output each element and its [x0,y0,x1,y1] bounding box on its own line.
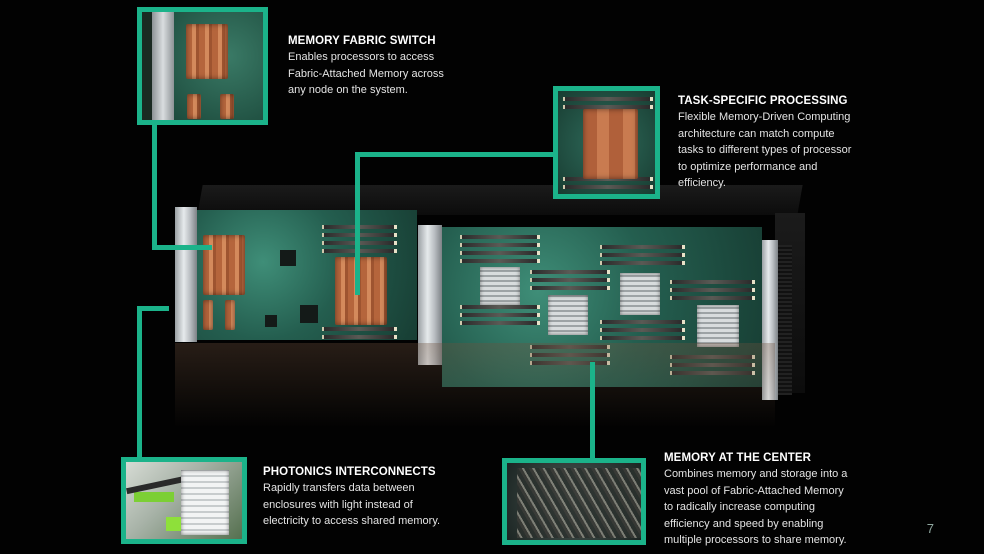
callout-body-line: efficiency and speed by enabling [664,517,824,530]
callout-body-line: enclosures with light instead of [263,498,413,511]
callout-body-line: electricity to access shared memory. [263,515,441,527]
callout-memory-fabric-switch: MEMORY FABRIC SWITCH Enables processors … [288,34,488,99]
callout-body-line: Rapidly transfers data between [263,482,415,494]
page-number: 7 [926,521,934,536]
inset-photonics-interconnects-photo [121,457,247,544]
callout-body-line: Fabric-Attached Memory across [288,67,444,80]
callout-body-line: Combines memory and storage into a [664,468,848,480]
callout-body-line: any node on the system. [288,84,408,96]
callout-body-line: Enables processors to access [288,51,435,63]
callout-title: PHOTONICS INTERCONNECTS [263,466,436,478]
callout-body-line: Flexible Memory-Driven Computing [678,111,851,123]
callout-body-line: to radically increase computing [664,501,816,513]
callout-title: MEMORY AT THE CENTER [664,452,812,464]
connector-line [590,362,595,462]
inset-task-specific-processing-photo [553,86,660,199]
callout-body-line: efficiency. [678,177,726,189]
inset-memory-fabric-switch-photo [137,7,268,125]
callout-body-line: architecture can match compute [678,127,835,140]
inset-memory-at-the-center-photo [502,458,646,545]
connector-line [152,245,212,250]
callout-body-line: to optimize performance and [678,160,818,173]
server-chassis-image [170,185,810,445]
connector-line [355,152,555,157]
callout-body-line: tasks to different types of processor [678,144,852,156]
connector-line [137,306,142,461]
connector-line [152,124,157,250]
callout-title: MEMORY FABRIC SWITCH [288,35,436,47]
callout-title: TASK-SPECIFIC PROCESSING [678,95,848,107]
connector-line [137,306,169,311]
callout-memory-at-the-center: MEMORY AT THE CENTER Combines memory and… [664,451,904,549]
callout-body-line: vast pool of Fabric-Attached Memory [664,484,844,497]
callout-body-line: multiple processors to share memory. [664,534,847,546]
callout-task-specific-processing: TASK-SPECIFIC PROCESSING Flexible Memory… [678,94,898,192]
connector-line [355,152,360,295]
callout-photonics-interconnects: PHOTONICS INTERCONNECTS Rapidly transfer… [263,465,493,530]
